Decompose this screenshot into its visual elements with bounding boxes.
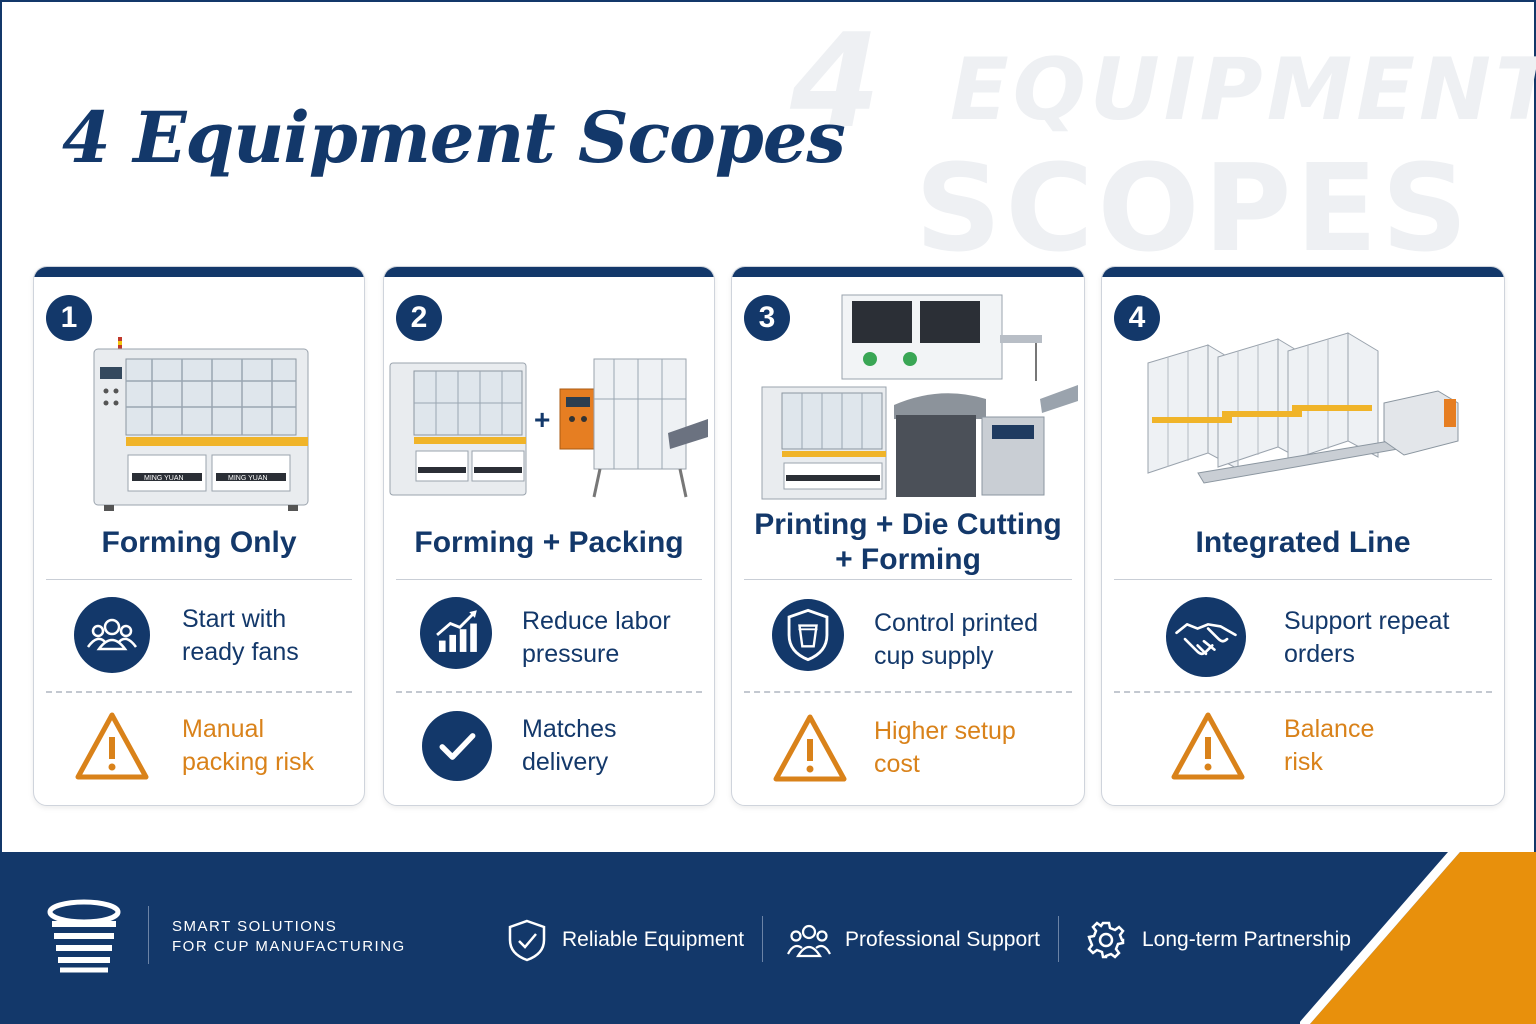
warning-icon (1171, 712, 1245, 780)
watermark-number: 4 (790, 5, 885, 157)
scope-heading: Integrated Line (1195, 526, 1411, 559)
scope-number-badge: 3 (744, 295, 790, 341)
benefit-text-2: Matches delivery (522, 715, 617, 776)
cup-shield-icon (772, 599, 844, 671)
card-top-bar (1102, 267, 1504, 277)
scope-number-badge: 1 (46, 295, 92, 341)
footer-accent-stripe (1300, 852, 1536, 1024)
scope-heading: Forming + Packing (414, 526, 684, 559)
divider (744, 579, 1072, 580)
risk-text: Higher setup cost (874, 717, 1016, 778)
divider (396, 579, 702, 580)
cup-logo-icon (47, 899, 121, 973)
warning-icon (75, 712, 149, 780)
dashed-divider (1114, 691, 1492, 693)
printing-diecutting-forming-machines-image (761, 294, 1078, 500)
footer-item-reliable: Reliable Equipment (562, 928, 745, 951)
scope-heading: Printing + Die Cutting + Forming (754, 508, 1062, 576)
benefit-text: Reduce labor pressure (522, 607, 671, 668)
card-top-bar (34, 267, 364, 277)
dashed-divider (46, 691, 352, 693)
footer-divider (762, 916, 763, 962)
benefit-text: Start with ready fans (182, 605, 299, 666)
warning-icon (773, 714, 847, 782)
divider (46, 579, 352, 580)
forming-and-packing-machines-image: + (389, 358, 708, 498)
check-icon (422, 711, 492, 781)
footer-divider (148, 906, 149, 964)
risk-text: Manual packing risk (182, 715, 314, 776)
shield-check-icon (508, 919, 546, 962)
benefit-text: Support repeat orders (1284, 607, 1450, 668)
scope-number-badge: 4 (1114, 295, 1160, 341)
watermark-word-1: EQUIPMENT (950, 40, 1536, 140)
forming-machine-image: MING YUAN MING YUAN (93, 337, 309, 511)
gear-icon (1087, 921, 1125, 959)
dashed-divider (744, 691, 1072, 693)
page-title: 4 Equipment Scopes (62, 96, 846, 179)
card-top-bar (384, 267, 714, 277)
people-icon (74, 597, 150, 673)
dashed-divider (396, 691, 702, 693)
footer-item-partnership: Long-term Partnership (1142, 928, 1351, 951)
machine-brand-label: MING YUAN (144, 475, 184, 482)
footer-item-support: Professional Support (845, 928, 1040, 951)
risk-text: Balance risk (1284, 715, 1375, 776)
footer-banner: SMART SOLUTIONS FOR CUP MANUFACTURING Re… (0, 852, 1536, 1024)
plus-sign: + (534, 404, 550, 435)
footer-tagline-2: FOR CUP MANUFACTURING (172, 938, 406, 955)
growth-chart-icon (420, 597, 492, 669)
footer-divider (1058, 916, 1059, 962)
handshake-icon (1166, 597, 1246, 677)
scope-card-2: 2 + Forming + Packing Reduce labor press… (383, 266, 715, 806)
scope-number-badge: 2 (396, 295, 442, 341)
scope-card-1: 1 MING YUAN MING YUAN Forming Only Start… (33, 266, 365, 806)
scope-card-4: 4 Integrated Line Support repeat orders … (1101, 266, 1505, 806)
machine-brand-label: MING YUAN (228, 475, 268, 482)
scope-card-3: 3 Printing + Die Cutting + Forming Contr… (731, 266, 1085, 806)
scope-heading: Forming Only (101, 526, 297, 559)
watermark-word-2: SCOPES (915, 140, 1472, 279)
integrated-line-image (1147, 332, 1459, 484)
card-top-bar (732, 267, 1084, 277)
divider (1114, 579, 1492, 580)
benefit-text: Control printed cup supply (874, 609, 1038, 670)
team-icon (787, 924, 831, 958)
footer-tagline-1: SMART SOLUTIONS (172, 918, 338, 935)
